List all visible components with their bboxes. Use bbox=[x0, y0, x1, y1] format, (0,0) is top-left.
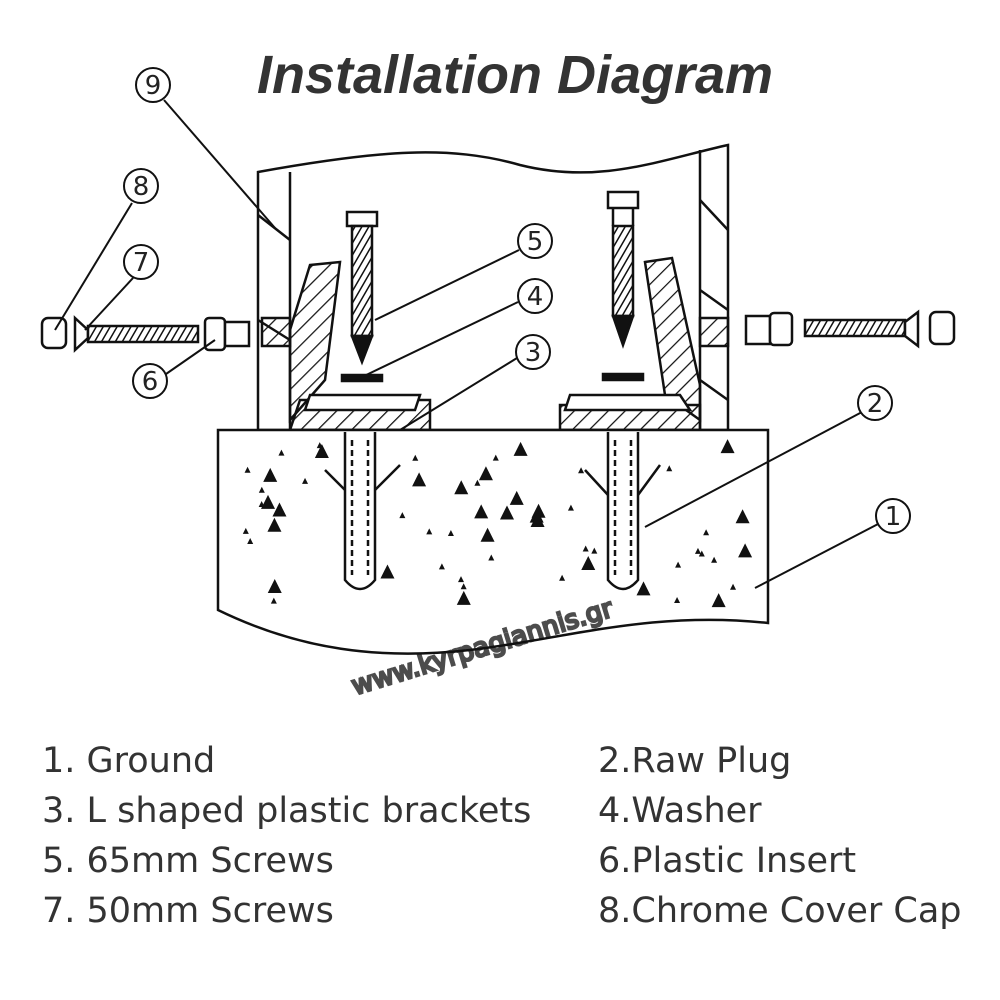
aggregate-mark bbox=[244, 466, 251, 473]
aggregate-mark bbox=[399, 512, 406, 519]
callout-6: 6 bbox=[132, 363, 168, 399]
aggregate-mark bbox=[247, 538, 254, 545]
aggregate-mark bbox=[258, 501, 265, 508]
callout-3: 3 bbox=[515, 334, 551, 370]
svg-text:9: 9 bbox=[145, 71, 162, 101]
callout-4: 4 bbox=[517, 278, 553, 314]
aggregate-mark bbox=[270, 597, 277, 604]
aggregate-mark bbox=[272, 502, 287, 517]
l-bracket-left bbox=[288, 260, 432, 432]
horizontal-screw-right bbox=[698, 309, 956, 349]
legend-item: 2.Raw Plug bbox=[598, 741, 792, 781]
aggregate-mark bbox=[454, 480, 469, 495]
aggregate-mark bbox=[582, 545, 589, 552]
svg-text:4: 4 bbox=[527, 282, 544, 312]
aggregate-mark bbox=[581, 555, 596, 570]
aggregate-mark bbox=[711, 556, 718, 563]
legend-item: 1. Ground bbox=[42, 741, 216, 781]
horizontal-screw-left bbox=[40, 315, 292, 353]
aggregate-mark bbox=[267, 578, 282, 593]
aggregate-mark bbox=[675, 561, 682, 568]
svg-text:5: 5 bbox=[527, 227, 544, 257]
aggregate-mark bbox=[263, 467, 278, 482]
legend-item: 4.Washer bbox=[598, 791, 762, 831]
aggregate-mark bbox=[380, 564, 395, 579]
chrome-cover-cap-right bbox=[928, 310, 956, 346]
aggregate-mark bbox=[530, 513, 545, 528]
aggregate-mark bbox=[509, 490, 524, 505]
aggregate-mark bbox=[492, 454, 499, 461]
aggregate-mark bbox=[242, 527, 249, 534]
callout-8: 8 bbox=[123, 168, 159, 204]
aggregate-mark bbox=[456, 590, 471, 605]
aggregate-mark bbox=[412, 454, 419, 461]
aggregate-mark bbox=[591, 547, 598, 554]
aggregate-mark bbox=[447, 530, 454, 537]
aggregate-mark bbox=[720, 439, 735, 454]
svg-text:7: 7 bbox=[133, 248, 150, 278]
aggregate-mark bbox=[316, 442, 323, 449]
aggregate-mark bbox=[474, 479, 481, 486]
raw-plug-left bbox=[324, 432, 401, 591]
legend-item: 3. L shaped plastic brackets bbox=[42, 791, 532, 831]
svg-text:2: 2 bbox=[867, 389, 884, 419]
aggregate-mark bbox=[567, 504, 574, 511]
raw-plug-right bbox=[584, 432, 662, 591]
aggregate-mark bbox=[458, 576, 465, 583]
aggregate-mark bbox=[426, 528, 433, 535]
aggregate-mark bbox=[698, 550, 705, 557]
svg-text:8: 8 bbox=[133, 172, 150, 202]
callout-1: 1 bbox=[875, 498, 911, 534]
aggregate-mark bbox=[474, 504, 489, 519]
aggregate-mark bbox=[499, 505, 514, 520]
aggregate-mark bbox=[730, 583, 737, 590]
legend-item: 7. 50mm Screws bbox=[42, 891, 334, 931]
callout-2: 2 bbox=[857, 385, 893, 421]
aggregate-mark bbox=[314, 443, 329, 458]
legend-right-column: 2.Raw Plug 4.Washer 6.Plastic Insert 8.C… bbox=[598, 736, 962, 936]
svg-text:3: 3 bbox=[525, 338, 542, 368]
aggregate-mark bbox=[636, 581, 651, 596]
washer-right bbox=[601, 372, 645, 382]
aggregate-mark bbox=[258, 486, 265, 493]
aggregate-mark bbox=[261, 494, 276, 509]
aggregate-mark bbox=[478, 466, 493, 481]
svg-text:1: 1 bbox=[885, 502, 902, 532]
aggregate-mark bbox=[267, 517, 282, 532]
callout-7: 7 bbox=[123, 244, 159, 280]
svg-text:6: 6 bbox=[142, 367, 159, 397]
legend-item: 5. 65mm Screws bbox=[42, 841, 334, 881]
aggregate-mark bbox=[513, 441, 528, 456]
aggregate-mark bbox=[742, 515, 749, 522]
aggregate-mark bbox=[488, 554, 495, 561]
aggregate-mark bbox=[703, 529, 710, 536]
aggregate-mark bbox=[666, 465, 673, 472]
ground bbox=[216, 428, 770, 655]
leader-lines bbox=[54, 99, 881, 589]
aggregate-mark bbox=[480, 527, 495, 542]
aggregate-mark bbox=[278, 449, 285, 456]
plastic-insert-right bbox=[768, 311, 794, 347]
aggregate-mark bbox=[578, 467, 585, 474]
legend-item: 8.Chrome Cover Cap bbox=[598, 891, 962, 931]
aggregate-mark bbox=[738, 543, 753, 558]
aggregate-mark bbox=[711, 593, 726, 608]
callout-9: 9 bbox=[135, 67, 171, 103]
diagram-title: Installation Diagram bbox=[256, 45, 774, 105]
aggregate-mark bbox=[694, 547, 701, 554]
aggregate-mark bbox=[438, 563, 445, 570]
aggregate-mark bbox=[674, 596, 681, 603]
aggregate-mark bbox=[559, 574, 566, 581]
chrome-cover-cap-left bbox=[40, 316, 68, 350]
screw-65mm-left bbox=[340, 210, 384, 383]
aggregate-mark bbox=[302, 477, 309, 484]
aggregate-mark bbox=[460, 583, 467, 590]
legend-left-column: 1. Ground 3. L shaped plastic brackets 5… bbox=[42, 736, 531, 936]
callout-5: 5 bbox=[517, 223, 553, 259]
legend-item: 6.Plastic Insert bbox=[598, 841, 857, 881]
aggregate-mark bbox=[412, 472, 427, 487]
screw-65mm-right bbox=[601, 190, 645, 382]
